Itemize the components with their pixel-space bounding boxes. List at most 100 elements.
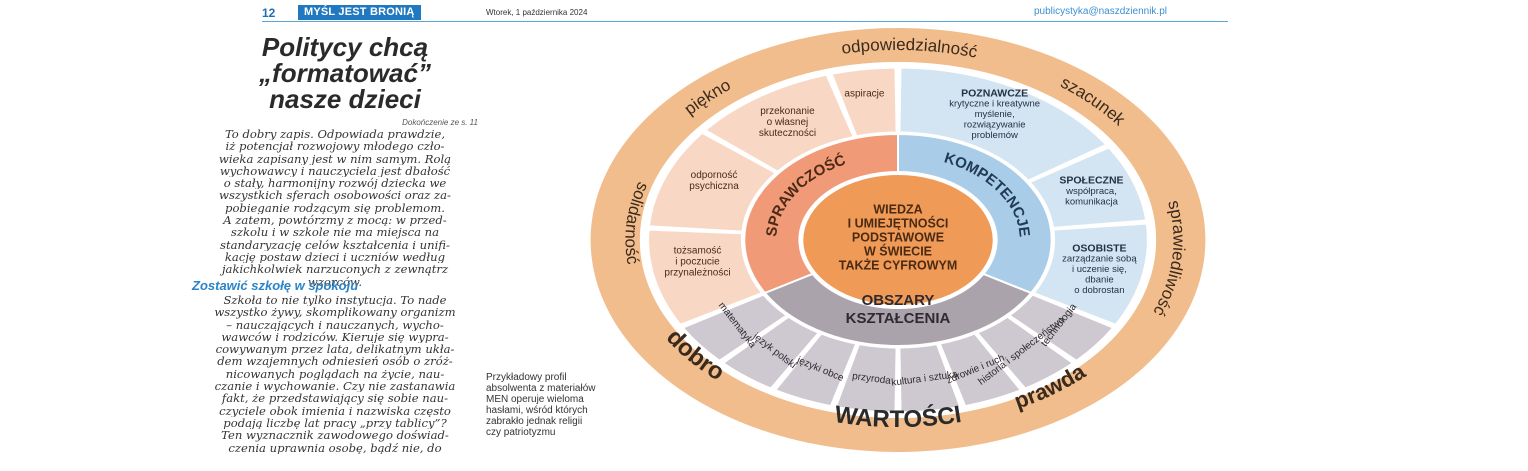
body-line: cowywanym przez lata, delikatnym ukła- — [215, 343, 455, 356]
body-line: jakichkolwiek narzuconych z zewnątrz — [221, 263, 449, 276]
kompetencje-item-title: POZNAWCZE — [961, 87, 1028, 99]
body-line: wawców i rodziców. Kieruje się wypra- — [221, 330, 449, 344]
article-subheading: Zostawić szkołę w spokoju — [192, 278, 359, 293]
sprawczosc-segment — [705, 74, 854, 172]
kompetencje-segment — [899, 67, 1107, 181]
kompetencje-item-line: i uczenie się, — [1072, 264, 1127, 275]
sprawczosc-band — [743, 132, 899, 295]
obszary-segment — [682, 294, 787, 361]
values-title-text: WARTOŚCI — [833, 401, 963, 433]
continuation-note: Dokończenie ze s. 11 — [402, 118, 478, 127]
article-headline: Politycy chcą „formatować” nasze dzieci — [230, 34, 460, 112]
center-text-line: I UMIEJĘTNOŚCI — [848, 215, 949, 230]
section-tag: MYŚL JEST BRONIĄ — [298, 5, 421, 20]
sprawczosc-segment — [648, 132, 776, 232]
sprawczosc-item-line: odporność — [691, 170, 738, 181]
sprawczosc-item-line: psychiczna — [689, 181, 739, 192]
obszary-item: przyroda — [851, 371, 891, 387]
center-core — [801, 173, 995, 307]
center-text-line: TAKŻE CYFROWYM — [839, 257, 958, 272]
body-line: czenia uprawnia osobę, bądź nie, do — [228, 441, 442, 454]
caption-line: absolwenta z materiałów — [486, 383, 596, 394]
headline-line: „formatować” — [259, 58, 431, 88]
obszary-segment — [977, 316, 1074, 389]
article: Politycy chcą „formatować” nasze dzieci … — [170, 28, 482, 471]
caption-line: MEN operuje wieloma — [486, 394, 584, 405]
center-text-line: WIEDZA — [873, 202, 922, 216]
sprawczosc-item-line: i poczucie — [675, 257, 720, 268]
obszary-label-line: KSZTAŁCENIA — [846, 310, 951, 327]
sprawczosc-item: aspiracje — [844, 88, 884, 99]
body-line: czyciele obok imienia i nazwiska często — [219, 404, 451, 417]
body-line: wieka zapisany jest w nim samym. Rolą — [218, 152, 452, 165]
kompetencje-band — [897, 132, 1053, 295]
kompetencje-item-title: SPOŁECZNE — [1059, 175, 1123, 187]
body-line: podają liczbę lat pracy „przy tablicy”? — [223, 416, 447, 430]
body-line: To dobry zapis. Odpowiada prawdzie, — [224, 128, 446, 141]
body-line: czanie i wychowanie. Czy nie zastanawia — [214, 380, 456, 393]
obszary-segment — [722, 316, 819, 389]
body-line: standaryzację celów kształcenia i unifi- — [220, 238, 450, 251]
body-line: pobieganie rodzącym się problemom. — [225, 201, 445, 215]
kompetencje-item-line: myślenie, — [975, 109, 1015, 120]
section-email[interactable]: publicystyka@naszdziennik.pl — [1034, 6, 1167, 17]
kompetencje-item-line: problemów — [971, 130, 1018, 141]
kompetencje-item-line: o dobrostan — [1074, 285, 1124, 296]
caption-line: Przykładowy profil — [486, 372, 567, 383]
kompetencje-item-line: współpraca, — [1065, 186, 1117, 197]
values-title: WARTOŚCI — [833, 401, 963, 433]
page-number: 12 — [262, 6, 276, 20]
body-line: wychowawcy i nauczyciela jest dbałość — [219, 164, 451, 178]
body-line: Ten wyznacznik zawodowego doświad- — [221, 429, 449, 442]
body-line: Szkoła to nie tylko instytucja. To nade — [223, 294, 447, 307]
sprawczosc-segment — [831, 67, 897, 137]
body-line: fakt, że przedstawiający się sobie nau- — [221, 392, 449, 405]
center-text-line: PODSTAWOWE — [852, 230, 944, 244]
headline-line: Politycy chcą — [261, 32, 429, 62]
obszary-segment — [899, 344, 961, 413]
obszary-label-line: OBSZARY — [862, 292, 935, 309]
body-line: wszystkich sferach osobowości oraz za- — [219, 189, 451, 202]
obszary-segment — [775, 333, 857, 407]
kompetencje-segment — [1033, 223, 1148, 325]
body-line: dem wzajemnych odniesień osób o zróż- — [217, 355, 453, 368]
sprawczosc-item-line: skuteczności — [759, 128, 816, 139]
center-text-line: W ŚWIECIE — [864, 243, 932, 258]
headline-line: nasze dzieci — [269, 84, 421, 114]
body-line: iż potencjał rozwojowy młodego czło- — [225, 140, 445, 153]
sprawczosc-item-line: aspiracje — [844, 88, 884, 99]
kompetencje-item-line: krytyczne i kreatywne — [949, 99, 1040, 110]
body-line: – nauczających i nauczanych, wycho- — [226, 318, 444, 331]
body-line: szkolu i w szkole nie ma miejsca na — [230, 226, 440, 239]
obszary-segment — [939, 333, 1021, 407]
body-line: wszystko żywy, skomplikowany organizm — [214, 306, 456, 319]
obszary-segment — [1009, 294, 1114, 361]
body-line: wzorców. — [307, 275, 363, 288]
caption-line: hasłami, wśród których — [486, 405, 588, 416]
sprawczosc-item-line: przekonanie — [760, 106, 815, 117]
obszary-band — [763, 272, 1033, 347]
obszary-segment — [835, 344, 897, 413]
body-line: o stały, harmonijny rozwój dziecka we — [223, 177, 447, 190]
kompetencje-item-line: dbanie — [1085, 275, 1114, 286]
kompetencje-item-line: komunikacja — [1065, 196, 1119, 207]
sprawczosc-item-line: tożsamość — [674, 246, 722, 257]
issue-date: Wtorek, 1 października 2024 — [486, 8, 588, 17]
sprawczosc-item-line: przynależności — [664, 268, 730, 279]
caption-line: czy patriotyzmu — [486, 427, 556, 438]
sprawczosc-item-line: o własnej — [767, 117, 809, 128]
kompetencje-item-line: zarządzanie sobą — [1062, 254, 1137, 265]
kompetencje-item-title: OSOBISTE — [1072, 242, 1126, 254]
article-paragraph-1: To dobry zapis. Odpowiada prawdzie,iż po… — [190, 128, 480, 288]
caption-line: zabrakło jednak religii — [486, 416, 583, 427]
